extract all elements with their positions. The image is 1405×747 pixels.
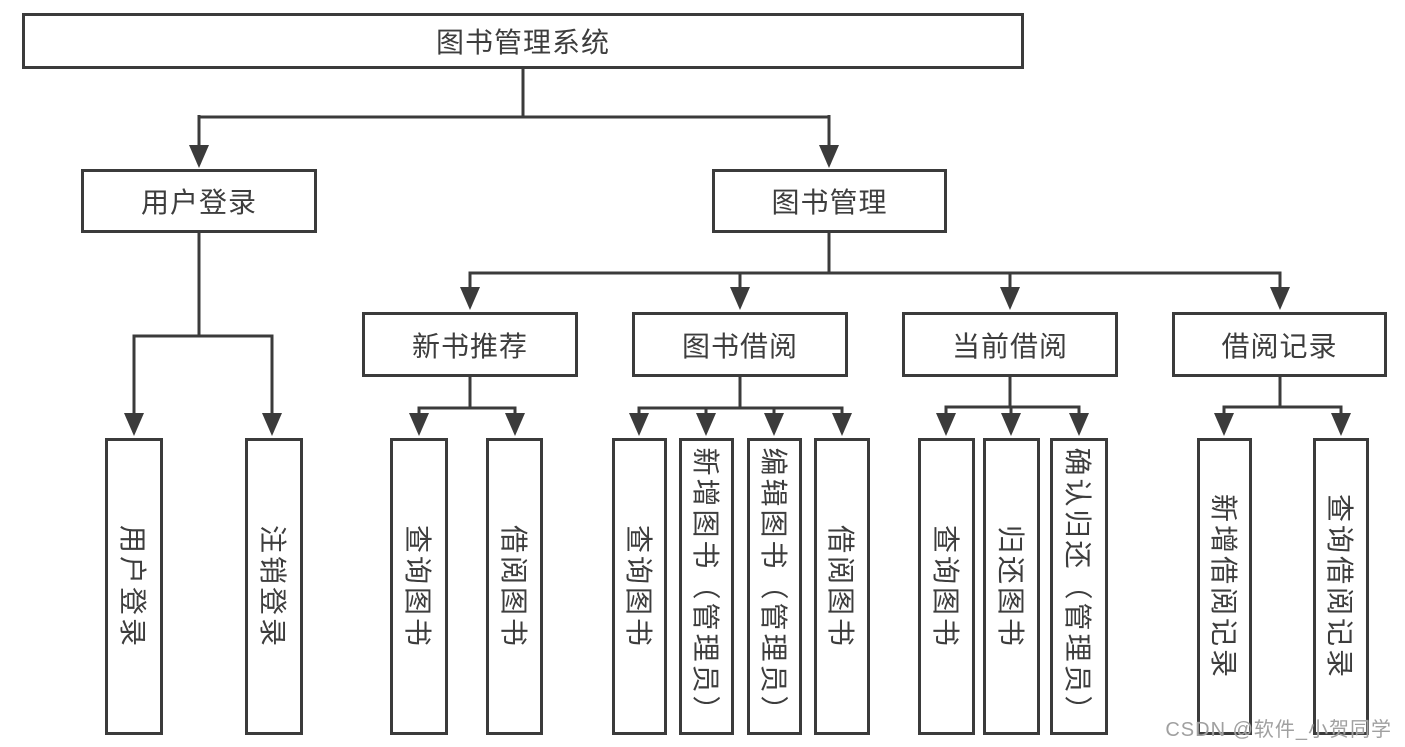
leaf-current-query-books: 查询图书 bbox=[918, 438, 975, 735]
node-label: 图书管理系统 bbox=[435, 27, 610, 58]
node-label: 图书借阅 bbox=[681, 330, 798, 362]
leaf-borrow-query-books: 查询图书 bbox=[612, 438, 667, 735]
leaf-logout: 注销登录 bbox=[245, 438, 303, 735]
leaf-records-add-record: 新增借阅记录 bbox=[1197, 438, 1252, 735]
leaf-label: 注销登录 bbox=[257, 524, 288, 649]
arrowheads bbox=[124, 145, 1351, 436]
node-label: 新书推荐 bbox=[411, 330, 528, 362]
node-label: 图书管理 bbox=[771, 187, 888, 218]
leaf-label: 查询图书 bbox=[402, 524, 433, 649]
leaf-borrow-add-books-admin: 新增图书（管理员） bbox=[679, 438, 734, 735]
leaf-records-query-record: 查询借阅记录 bbox=[1313, 438, 1369, 735]
leaf-current-return-books: 归还图书 bbox=[983, 438, 1040, 735]
watermark: CSDN @软件_小贺同学 bbox=[1165, 719, 1392, 741]
node-current-borrowing: 当前借阅 bbox=[902, 312, 1118, 377]
node-library-management-system: 图书管理系统 bbox=[22, 13, 1024, 69]
leaf-label: 查询借阅记录 bbox=[1324, 493, 1355, 680]
leaf-newrec-query-books: 查询图书 bbox=[390, 438, 448, 735]
node-new-book-recommend: 新书推荐 bbox=[362, 312, 578, 377]
leaf-label: 用户登录 bbox=[117, 524, 148, 649]
leaf-label: 借阅图书 bbox=[825, 524, 856, 649]
leaf-borrow-borrow-books: 借阅图书 bbox=[814, 438, 870, 735]
leaf-label: 查询图书 bbox=[622, 524, 654, 649]
node-book-borrowing: 图书借阅 bbox=[632, 312, 848, 377]
leaf-label: 归还图书 bbox=[994, 524, 1026, 649]
leaf-label: 新增图书（管理员） bbox=[689, 446, 721, 727]
leaf-label: 编辑图书（管理员） bbox=[757, 446, 789, 727]
leaf-label: 查询图书 bbox=[929, 524, 961, 649]
node-label: 用户登录 bbox=[140, 187, 257, 218]
leaf-newrec-borrow-books: 借阅图书 bbox=[486, 438, 543, 735]
leaf-current-confirm-return-admin: 确认归还（管理员） bbox=[1050, 438, 1108, 735]
node-label: 借阅记录 bbox=[1221, 330, 1338, 362]
leaf-borrow-edit-books-admin: 编辑图书（管理员） bbox=[747, 438, 802, 735]
node-borrowing-records: 借阅记录 bbox=[1172, 312, 1387, 377]
leaf-label: 新增借阅记录 bbox=[1207, 493, 1239, 680]
leaf-user-login: 用户登录 bbox=[105, 438, 163, 735]
node-book-management: 图书管理 bbox=[712, 169, 947, 233]
leaf-label: 确认归还（管理员） bbox=[1062, 446, 1093, 727]
node-user-login: 用户登录 bbox=[81, 169, 317, 233]
leaf-label: 借阅图书 bbox=[497, 524, 529, 649]
node-label: 当前借阅 bbox=[951, 330, 1068, 362]
